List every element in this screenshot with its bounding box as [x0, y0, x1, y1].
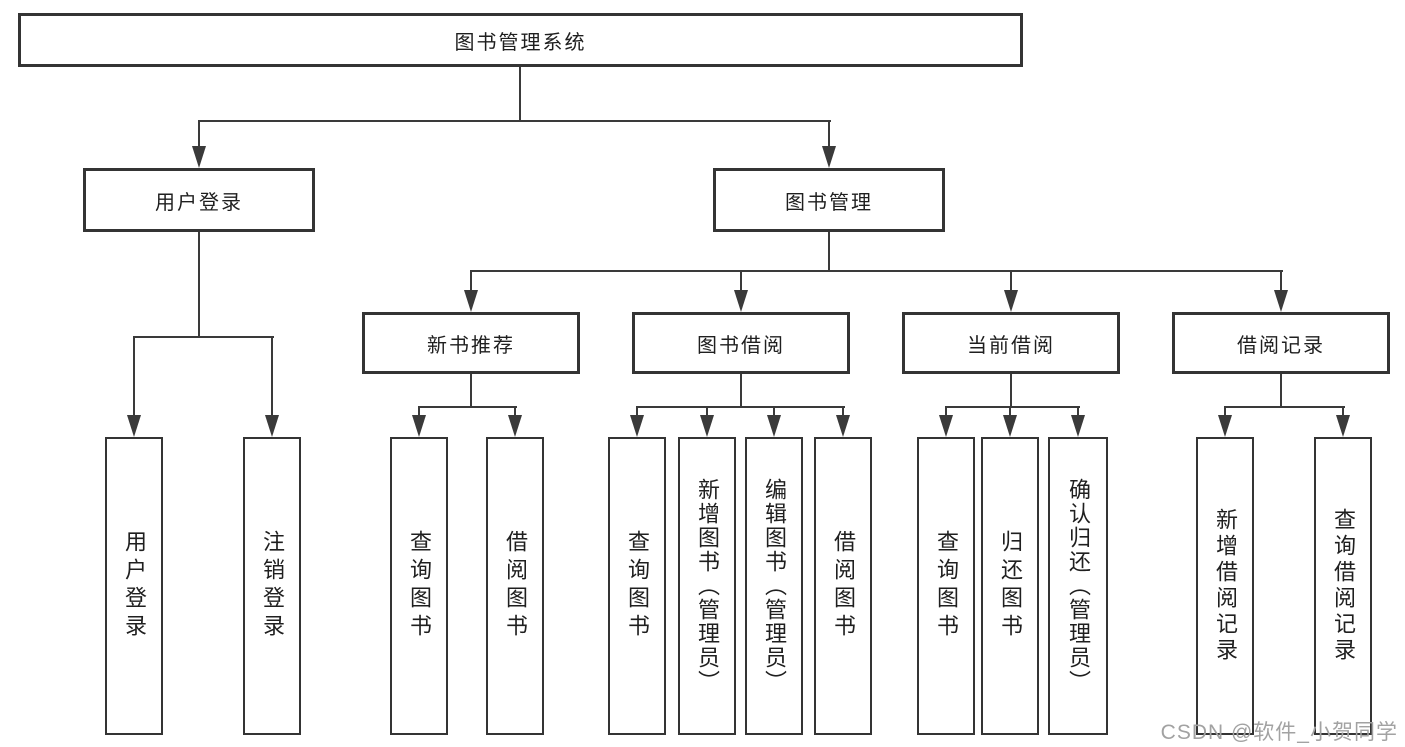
connector-drop-leaf — [945, 406, 947, 417]
connector-drop-current-borrow — [1010, 270, 1012, 292]
arrow-down-icon — [822, 146, 836, 168]
connector-book-borrow-stem — [740, 374, 742, 408]
connector-drop-book-management — [828, 120, 830, 148]
arrow-down-icon — [1004, 290, 1018, 312]
connector-book-borrow-bus — [636, 406, 845, 408]
arrow-down-icon — [412, 415, 426, 437]
connector-current-borrow-bus — [945, 406, 1080, 408]
arrow-down-icon — [1274, 290, 1288, 312]
csdn-watermark: CSDN @软件_小贺同学 — [1160, 721, 1398, 744]
connector-drop-leaf — [706, 406, 708, 417]
connector-new-book-recommend-stem — [470, 374, 472, 408]
leaf-confirm-return-admin-label: 确认归还（管理员） — [1066, 478, 1091, 694]
arrow-down-icon — [1003, 415, 1017, 437]
arrow-down-icon — [939, 415, 953, 437]
connector-book-management-bus — [470, 270, 1283, 272]
arrow-down-icon — [1336, 415, 1350, 437]
connector-drop-borrow-records — [1280, 270, 1282, 292]
leaf-user-login-label: 用户登录 — [122, 530, 147, 642]
leaf-logout-label: 注销登录 — [260, 530, 285, 642]
arrow-down-icon — [464, 290, 478, 312]
arrow-down-icon — [630, 415, 644, 437]
connector-new-book-recommend-bus — [418, 406, 517, 408]
connector-book-management-stem — [828, 232, 830, 272]
leaf-add-borrow-record: 新增借阅记录 — [1196, 437, 1254, 735]
arrow-down-icon — [192, 146, 206, 168]
node-user-login-label: 用户登录 — [155, 191, 243, 214]
arrow-down-icon — [767, 415, 781, 437]
connector-user-login-bus — [133, 336, 274, 338]
connector-drop-leaf-user-login — [133, 336, 135, 417]
node-current-borrow: 当前借阅 — [902, 312, 1120, 374]
connector-drop-leaf — [514, 406, 516, 417]
connector-drop-book-borrow — [740, 270, 742, 292]
node-root: 图书管理系统 — [18, 13, 1023, 67]
leaf-borrow-book-recommend: 借阅图书 — [486, 437, 544, 735]
arrow-down-icon — [508, 415, 522, 437]
arrow-down-icon — [700, 415, 714, 437]
leaf-query-borrow-record: 查询借阅记录 — [1314, 437, 1372, 735]
node-book-management: 图书管理 — [713, 168, 945, 232]
node-root-label: 图书管理系统 — [454, 31, 587, 54]
connector-drop-leaf — [1224, 406, 1226, 417]
connector-drop-new-book-recommend — [470, 270, 472, 292]
leaf-query-book-recommend: 查询图书 — [390, 437, 448, 735]
connector-drop-leaf — [1009, 406, 1011, 417]
leaf-return-book-label: 归还图书 — [998, 530, 1023, 642]
leaf-edit-book-admin-label: 编辑图书（管理员） — [762, 478, 787, 694]
arrow-down-icon — [734, 290, 748, 312]
leaf-add-book-admin-label: 新增图书（管理员） — [695, 478, 720, 694]
leaf-borrow-book-recommend-label: 借阅图书 — [503, 530, 528, 642]
arrow-down-icon — [127, 415, 141, 437]
leaf-confirm-return-admin: 确认归还（管理员） — [1048, 437, 1108, 735]
leaf-borrow-book-borrow-label: 借阅图书 — [831, 530, 856, 642]
node-current-borrow-label: 当前借阅 — [967, 334, 1055, 357]
connector-drop-user-login — [198, 120, 200, 148]
leaf-edit-book-admin: 编辑图书（管理员） — [745, 437, 803, 735]
leaf-query-book-recommend-label: 查询图书 — [407, 530, 432, 642]
connector-drop-leaf — [636, 406, 638, 417]
connector-borrow-records-stem — [1280, 374, 1282, 408]
connector-drop-leaf — [773, 406, 775, 417]
arrow-down-icon — [836, 415, 850, 437]
node-new-book-recommend-label: 新书推荐 — [427, 334, 515, 357]
leaf-query-book-borrow: 查询图书 — [608, 437, 666, 735]
leaf-return-book: 归还图书 — [981, 437, 1039, 735]
connector-drop-leaf — [842, 406, 844, 417]
leaf-borrow-book-borrow: 借阅图书 — [814, 437, 872, 735]
leaf-add-book-admin: 新增图书（管理员） — [678, 437, 736, 735]
leaf-query-book-borrow-label: 查询图书 — [625, 530, 650, 642]
connector-drop-leaf — [1342, 406, 1344, 417]
node-book-borrow: 图书借阅 — [632, 312, 850, 374]
connector-drop-leaf — [1077, 406, 1079, 417]
leaf-user-login: 用户登录 — [105, 437, 163, 735]
connector-current-borrow-stem — [1010, 374, 1012, 408]
leaf-query-book-current: 查询图书 — [917, 437, 975, 735]
connector-user-login-stem — [198, 232, 200, 338]
node-user-login: 用户登录 — [83, 168, 315, 232]
node-book-borrow-label: 图书借阅 — [697, 334, 785, 357]
connector-root-bus — [198, 120, 831, 122]
connector-borrow-records-bus — [1224, 406, 1345, 408]
leaf-logout: 注销登录 — [243, 437, 301, 735]
node-book-management-label: 图书管理 — [785, 191, 873, 214]
arrow-down-icon — [265, 415, 279, 437]
leaf-add-borrow-record-label: 新增借阅记录 — [1213, 508, 1238, 664]
leaf-query-borrow-record-label: 查询借阅记录 — [1331, 508, 1356, 664]
node-borrow-records: 借阅记录 — [1172, 312, 1390, 374]
connector-root-stem — [519, 67, 521, 122]
arrow-down-icon — [1071, 415, 1085, 437]
node-new-book-recommend: 新书推荐 — [362, 312, 580, 374]
leaf-query-book-current-label: 查询图书 — [934, 530, 959, 642]
node-borrow-records-label: 借阅记录 — [1237, 334, 1325, 357]
connector-drop-leaf-logout — [271, 336, 273, 417]
arrow-down-icon — [1218, 415, 1232, 437]
connector-drop-leaf — [418, 406, 420, 417]
